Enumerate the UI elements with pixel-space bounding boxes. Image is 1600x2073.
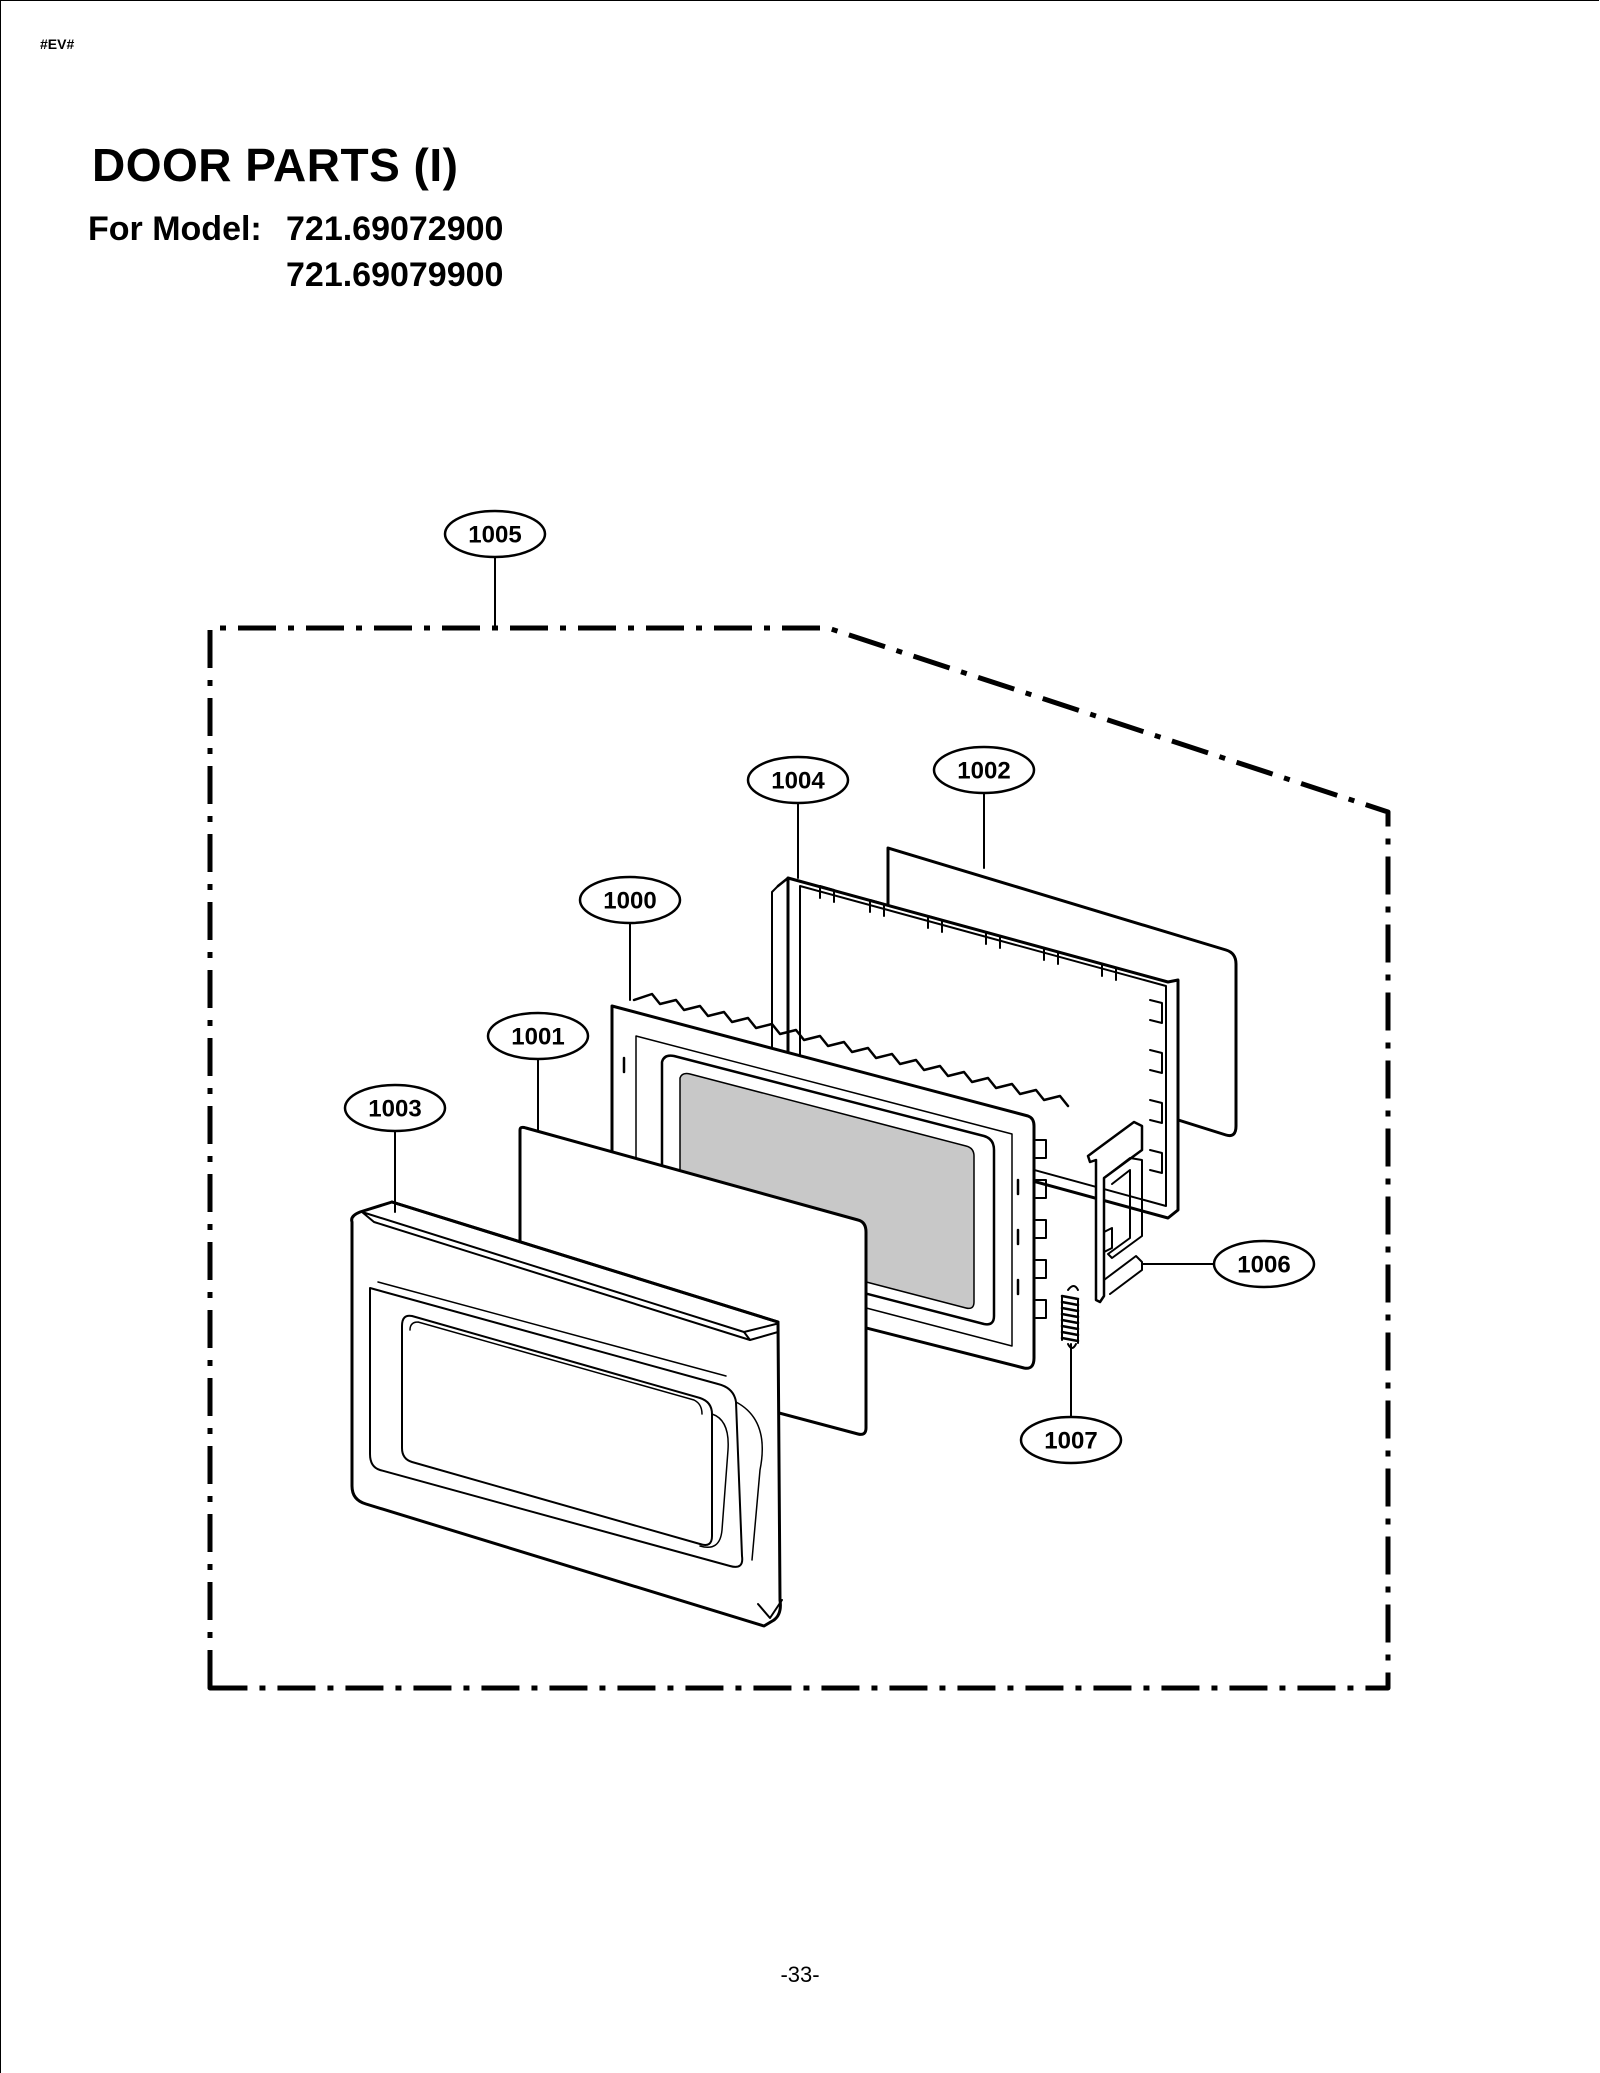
- callout-1006-bubble: [1212, 1239, 1316, 1289]
- callout-1002-label: 1002: [957, 758, 1010, 785]
- callout-1004-bubble: [746, 755, 850, 805]
- part-1006-latch: [1086, 1120, 1144, 1304]
- callout-1007-label: 1007: [1044, 1428, 1097, 1455]
- callout-1004-label: 1004: [771, 768, 825, 795]
- leader-lines: [394, 557, 1215, 1421]
- callout-1000-label: 1000: [603, 888, 656, 915]
- model-label: For Model:: [88, 210, 262, 248]
- callout-1005-label: 1005: [468, 522, 521, 549]
- callout-1002-bubble: [932, 745, 1036, 795]
- page-title: DOOR PARTS (I): [92, 139, 459, 191]
- page-number: -33-: [780, 1962, 820, 1987]
- callout-1005-bubble: [443, 509, 547, 559]
- model-number-1: 721.69072900: [286, 210, 504, 248]
- callout-1001-label: 1001: [511, 1024, 564, 1051]
- callout-1003-bubble: [343, 1083, 447, 1133]
- code-mark: #EV#: [40, 36, 75, 52]
- part-1007-spring: [1060, 1285, 1080, 1349]
- assembly-boundary-1005: [207, 625, 1391, 1691]
- callout-1000-bubble: [578, 875, 682, 925]
- callout-bubbles: [343, 509, 1316, 1465]
- callout-1003-label: 1003: [368, 1096, 421, 1123]
- callout-1007-bubble: [1019, 1415, 1123, 1465]
- part-1003-door-frame: [350, 1200, 783, 1628]
- callout-1001-bubble: [486, 1011, 590, 1061]
- callout-1006-label: 1006: [1237, 1252, 1290, 1279]
- model-number-2: 721.69079900: [286, 256, 504, 294]
